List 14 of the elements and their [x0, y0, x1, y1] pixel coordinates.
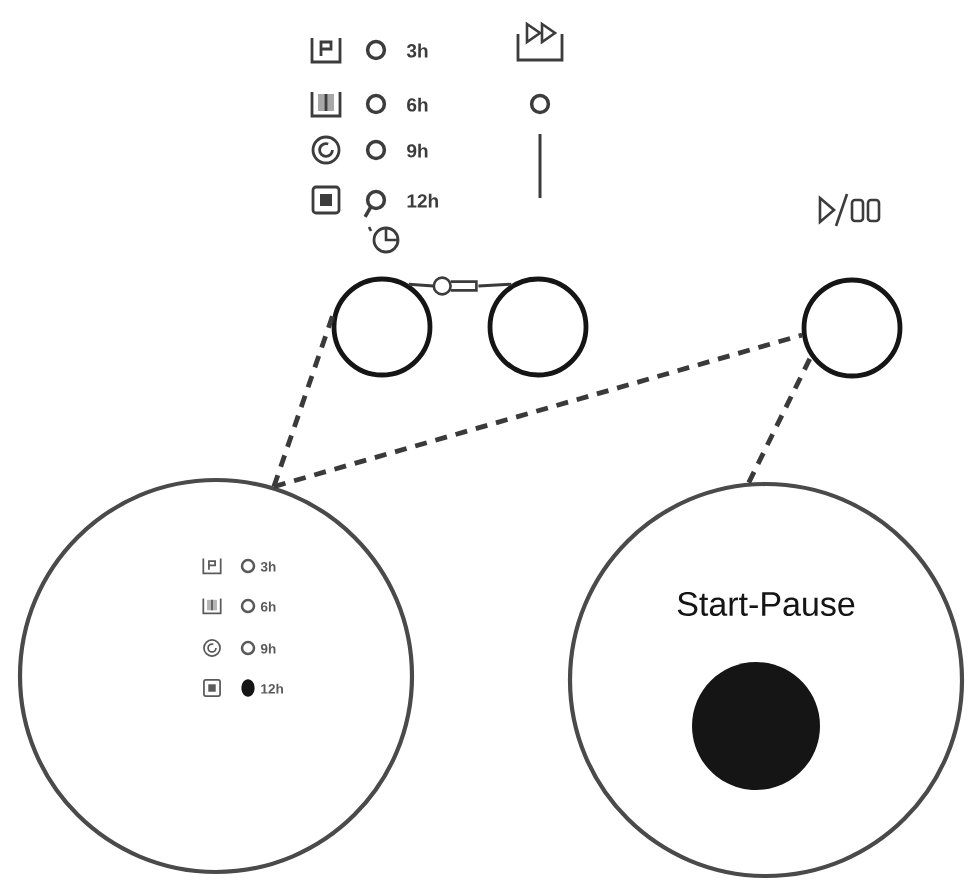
leader-line	[273, 332, 803, 489]
button-circle	[331, 276, 433, 378]
timer-label: 6h	[407, 97, 428, 112]
timer-label: 9h	[407, 143, 428, 158]
button-dot	[692, 662, 820, 790]
connector-line	[408, 282, 434, 288]
button-label: Start-Pause	[677, 591, 855, 617]
key-icon	[432, 276, 478, 296]
connector-line	[478, 282, 512, 288]
button-circle	[801, 277, 903, 379]
leader-line	[746, 355, 813, 484]
timer-label: 3h	[406, 43, 428, 58]
button-circle	[487, 276, 589, 378]
timer-label: 12h	[407, 193, 438, 208]
